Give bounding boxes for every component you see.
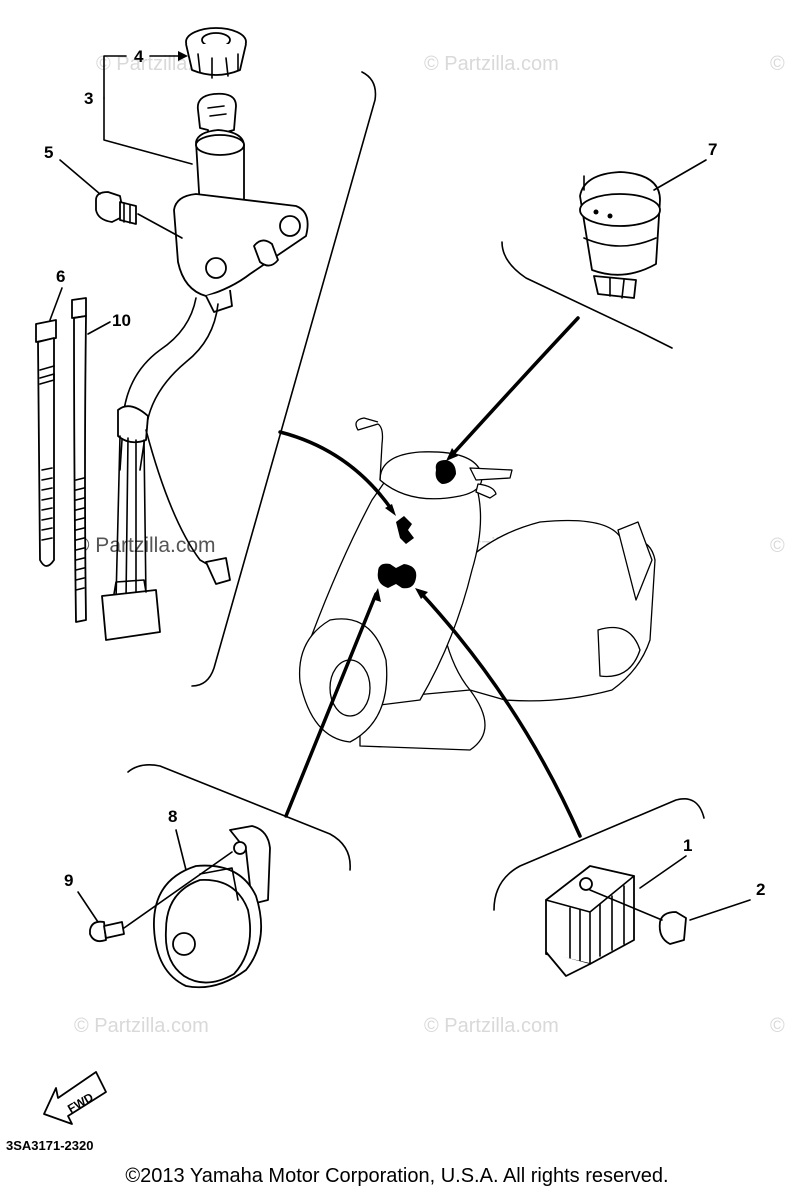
callout-label: 8 xyxy=(168,807,177,826)
callout-label: 4 xyxy=(134,47,144,66)
callout-label: 1 xyxy=(683,836,692,855)
watermark: © Partzilla.com xyxy=(424,1015,559,1037)
callout-label: 5 xyxy=(44,143,53,162)
copyright-notice: ©2013 Yamaha Motor Corporation, U.S.A. A… xyxy=(125,1165,669,1187)
callout-label: 3 xyxy=(84,89,93,108)
leader-horn xyxy=(284,592,378,818)
part-location-marker xyxy=(435,460,456,484)
arrowhead xyxy=(385,504,396,516)
main-switch-part xyxy=(101,92,309,641)
callout-label: 6 xyxy=(56,267,65,286)
leader-relay xyxy=(450,316,580,457)
relay-panel-border xyxy=(501,241,673,349)
rectifier-bolt-part xyxy=(589,889,687,945)
part-location-marker xyxy=(377,563,417,589)
callout-label: 7 xyxy=(708,140,717,159)
callout-label: 10 xyxy=(112,311,131,330)
arrowhead xyxy=(415,588,428,599)
arrowhead xyxy=(446,448,458,461)
horn-screw-part xyxy=(89,851,233,943)
reference-code: 3SA3171-2320 xyxy=(6,1138,93,1153)
leader-rectifier xyxy=(418,590,582,838)
watermark: © Partzilla.com xyxy=(424,53,559,75)
nut-cap-part xyxy=(185,27,247,79)
main-switch-panel-border xyxy=(191,71,377,687)
rectifier-regulator-part xyxy=(545,865,635,977)
watermark: © xyxy=(770,1015,785,1037)
callout-label: 2 xyxy=(756,880,765,899)
cable-band-part xyxy=(35,319,57,567)
part-location-marker xyxy=(396,516,414,544)
watermark: © Partzilla.com xyxy=(74,1015,209,1037)
callouts: 1 2 3 4 5 6 7 8 9 10 xyxy=(44,47,765,923)
rectifier-panel-border xyxy=(493,798,705,911)
watermark: © xyxy=(770,535,785,557)
watermark: © xyxy=(770,53,785,75)
fwd-arrow: FWD xyxy=(43,1071,107,1125)
cable-tie-part xyxy=(71,297,87,623)
arrowhead xyxy=(372,588,381,602)
scooter-illustration xyxy=(298,417,656,751)
screw-part xyxy=(95,191,183,239)
horn-part xyxy=(153,825,271,989)
relay-part xyxy=(579,171,661,299)
horn-panel-border xyxy=(127,764,351,871)
callout-label: 9 xyxy=(64,871,73,890)
leader-main-switch xyxy=(278,430,394,512)
